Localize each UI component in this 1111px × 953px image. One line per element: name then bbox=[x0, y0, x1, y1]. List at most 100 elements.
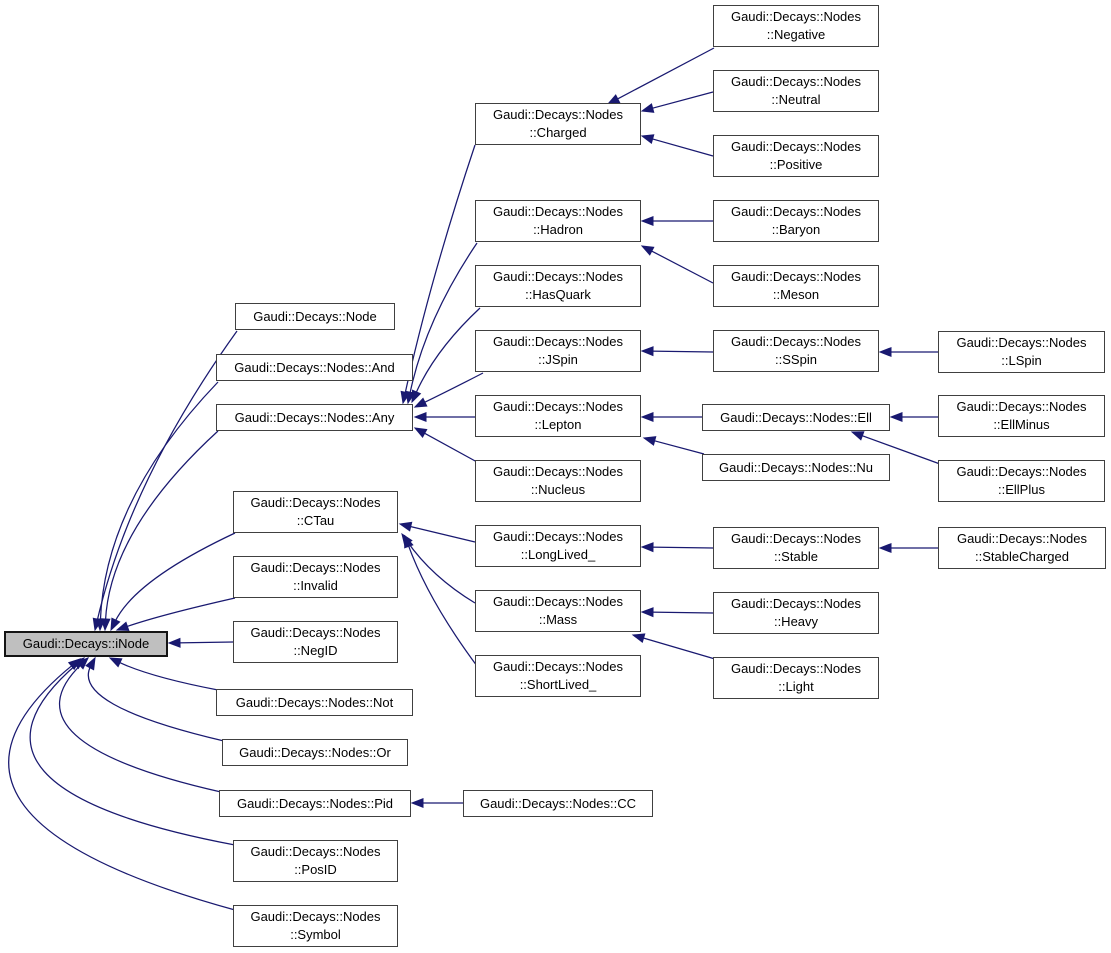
class-node-label: Gaudi::Decays::Nodes bbox=[730, 661, 862, 676]
class-node-Nucleus[interactable]: Gaudi::Decays::Nodes::Nucleus bbox=[475, 460, 641, 502]
class-node-LSpin[interactable]: Gaudi::Decays::Nodes::LSpin bbox=[938, 331, 1105, 373]
class-node-label: ::Baryon bbox=[771, 222, 821, 237]
inheritance-edge-Not-iNode bbox=[108, 657, 219, 691]
class-node-label: Gaudi::Decays::Nodes bbox=[956, 399, 1087, 414]
inheritance-edge-Pid-iNode bbox=[58, 657, 222, 793]
class-node-iNode: Gaudi::Decays::iNode bbox=[4, 631, 168, 657]
class-node-SSpin[interactable]: Gaudi::Decays::Nodes::SSpin bbox=[713, 330, 879, 372]
class-node-label: Gaudi::Decays::Nodes bbox=[730, 9, 862, 24]
class-node-label: Gaudi::Decays::Nodes bbox=[730, 74, 862, 89]
class-node-label: Gaudi::Decays::Nodes bbox=[250, 495, 381, 510]
inheritance-edge-JSpin-Any bbox=[413, 372, 484, 408]
class-node-Lepton[interactable]: Gaudi::Decays::Nodes::Lepton bbox=[475, 395, 641, 437]
inheritance-edge-And-iNode bbox=[95, 381, 219, 632]
class-node-Pid[interactable]: Gaudi::Decays::Nodes::Pid bbox=[219, 790, 411, 817]
class-node-And[interactable]: Gaudi::Decays::Nodes::And bbox=[216, 354, 413, 381]
class-node-label: ::Lepton bbox=[534, 417, 582, 432]
class-node-label: Gaudi::Decays::Nodes bbox=[492, 659, 624, 674]
class-node-Baryon[interactable]: Gaudi::Decays::Nodes::Baryon bbox=[713, 200, 879, 242]
class-node-label: Gaudi::Decays::Nodes bbox=[730, 531, 862, 546]
class-node-HasQuark[interactable]: Gaudi::Decays::Nodes::HasQuark bbox=[475, 265, 641, 307]
inheritance-edge-Heavy-Mass bbox=[640, 607, 714, 618]
class-node-Symbol[interactable]: Gaudi::Decays::Nodes::Symbol bbox=[233, 905, 398, 947]
class-node-label: Gaudi::Decays::Nodes bbox=[250, 909, 381, 924]
class-node-LongLived[interactable]: Gaudi::Decays::Nodes::LongLived_ bbox=[475, 525, 641, 567]
class-node-Invalid[interactable]: Gaudi::Decays::Nodes::Invalid bbox=[233, 556, 398, 598]
class-node-Negative[interactable]: Gaudi::Decays::Nodes::Negative bbox=[713, 5, 879, 47]
inheritance-edge-ShortLived-CTau bbox=[404, 534, 478, 667]
class-node-label: ::LSpin bbox=[1001, 353, 1042, 368]
class-node-JSpin[interactable]: Gaudi::Decays::Nodes::JSpin bbox=[475, 330, 641, 372]
class-node-label: Gaudi::Decays::Nodes::Ell bbox=[720, 409, 872, 425]
class-node-label: ::Nucleus bbox=[530, 482, 586, 497]
class-node-label: ::Charged bbox=[529, 125, 587, 140]
inheritance-edge-Symbol-iNode bbox=[8, 658, 236, 911]
class-node-CC[interactable]: Gaudi::Decays::Nodes::CC bbox=[463, 790, 653, 817]
class-node-label: Gaudi::Decays::Nodes bbox=[492, 464, 624, 479]
inheritance-edge-Meson-Hadron bbox=[640, 245, 714, 284]
class-node-StableCharged[interactable]: Gaudi::Decays::Nodes::StableCharged bbox=[938, 527, 1106, 569]
class-node-Heavy[interactable]: Gaudi::Decays::Nodes::Heavy bbox=[713, 592, 879, 634]
class-node-label: Gaudi::Decays::Nodes bbox=[956, 531, 1088, 546]
class-node-label: ::JSpin bbox=[538, 352, 578, 367]
class-node-label: ::Positive bbox=[769, 157, 823, 172]
inheritance-edge-Baryon-Hadron bbox=[640, 215, 713, 227]
class-node-label: ::Hadron bbox=[533, 222, 583, 237]
class-node-label: ::Stable bbox=[773, 549, 819, 564]
class-node-label: Gaudi::Decays::Nodes bbox=[250, 625, 381, 640]
class-node-label: Gaudi::Decays::Nodes::And bbox=[234, 359, 395, 375]
class-node-EllMinus[interactable]: Gaudi::Decays::Nodes::EllMinus bbox=[938, 395, 1105, 437]
inheritance-edge-Ell-Lepton bbox=[640, 411, 702, 423]
class-node-NegID[interactable]: Gaudi::Decays::Nodes::NegID bbox=[233, 621, 398, 663]
class-node-label: Gaudi::Decays::Nodes bbox=[492, 399, 624, 414]
inheritance-edge-Lepton-Any bbox=[413, 411, 475, 423]
class-node-label: ::EllPlus bbox=[998, 482, 1045, 497]
class-node-label: Gaudi::Decays::Nodes bbox=[492, 529, 624, 544]
class-node-Light[interactable]: Gaudi::Decays::Nodes::Light bbox=[713, 657, 879, 699]
class-node-label: ::EllMinus bbox=[993, 417, 1050, 432]
class-node-Ell[interactable]: Gaudi::Decays::Nodes::Ell bbox=[702, 404, 890, 431]
class-node-label: ::ShortLived_ bbox=[519, 677, 597, 692]
class-node-label: Gaudi::Decays::Nodes bbox=[492, 204, 624, 219]
class-node-Or[interactable]: Gaudi::Decays::Nodes::Or bbox=[222, 739, 408, 766]
class-node-Neutral[interactable]: Gaudi::Decays::Nodes::Neutral bbox=[713, 70, 879, 112]
inheritance-edge-Hadron-Any bbox=[405, 242, 478, 405]
class-node-label: Gaudi::Decays::Nodes::Any bbox=[234, 409, 395, 425]
class-node-label: ::Neutral bbox=[771, 92, 821, 107]
class-node-ShortLived[interactable]: Gaudi::Decays::Nodes::ShortLived_ bbox=[475, 655, 641, 697]
class-node-PosID[interactable]: Gaudi::Decays::Nodes::PosID bbox=[233, 840, 398, 882]
inheritance-edge-Nu-Lepton bbox=[642, 436, 705, 455]
class-node-label: ::Light bbox=[778, 679, 814, 694]
class-node-Nu[interactable]: Gaudi::Decays::Nodes::Nu bbox=[702, 454, 890, 481]
class-node-Not[interactable]: Gaudi::Decays::Nodes::Not bbox=[216, 689, 413, 716]
class-node-Mass[interactable]: Gaudi::Decays::Nodes::Mass bbox=[475, 590, 641, 632]
class-node-label: ::Symbol bbox=[290, 927, 341, 942]
class-node-label: ::HasQuark bbox=[525, 287, 591, 302]
class-node-Any[interactable]: Gaudi::Decays::Nodes::Any bbox=[216, 404, 413, 431]
class-node-label: ::Heavy bbox=[773, 614, 819, 629]
class-node-label: Gaudi::Decays::Nodes bbox=[730, 269, 862, 284]
class-node-Hadron[interactable]: Gaudi::Decays::Nodes::Hadron bbox=[475, 200, 641, 242]
class-node-label: Gaudi::Decays::iNode bbox=[22, 636, 150, 651]
class-node-Node[interactable]: Gaudi::Decays::Node bbox=[235, 303, 395, 330]
class-node-Positive[interactable]: Gaudi::Decays::Nodes::Positive bbox=[713, 135, 879, 177]
inheritance-edge-Any-iNode bbox=[100, 430, 219, 632]
class-node-label: ::CTau bbox=[296, 513, 335, 528]
class-node-Charged[interactable]: Gaudi::Decays::Nodes::Charged bbox=[475, 103, 641, 145]
inheritance-edge-SSpin-JSpin bbox=[640, 346, 714, 357]
inheritance-edge-CC-Pid bbox=[410, 797, 463, 809]
class-node-CTau[interactable]: Gaudi::Decays::Nodes::CTau bbox=[233, 491, 398, 533]
class-node-label: Gaudi::Decays::Node bbox=[253, 308, 377, 324]
class-node-EllPlus[interactable]: Gaudi::Decays::Nodes::EllPlus bbox=[938, 460, 1105, 502]
class-node-label: Gaudi::Decays::Nodes bbox=[730, 204, 862, 219]
inheritance-edge-CTau-iNode bbox=[110, 532, 236, 632]
class-node-label: Gaudi::Decays::Nodes bbox=[956, 335, 1087, 350]
class-node-label: Gaudi::Decays::Nodes::Or bbox=[239, 744, 391, 760]
inheritance-edge-Stable-LongLived bbox=[640, 542, 714, 553]
class-node-label: Gaudi::Decays::Nodes bbox=[492, 107, 624, 122]
class-node-Meson[interactable]: Gaudi::Decays::Nodes::Meson bbox=[713, 265, 879, 307]
class-node-Stable[interactable]: Gaudi::Decays::Nodes::Stable bbox=[713, 527, 879, 569]
inheritance-edge-HasQuark-Any bbox=[411, 307, 481, 404]
